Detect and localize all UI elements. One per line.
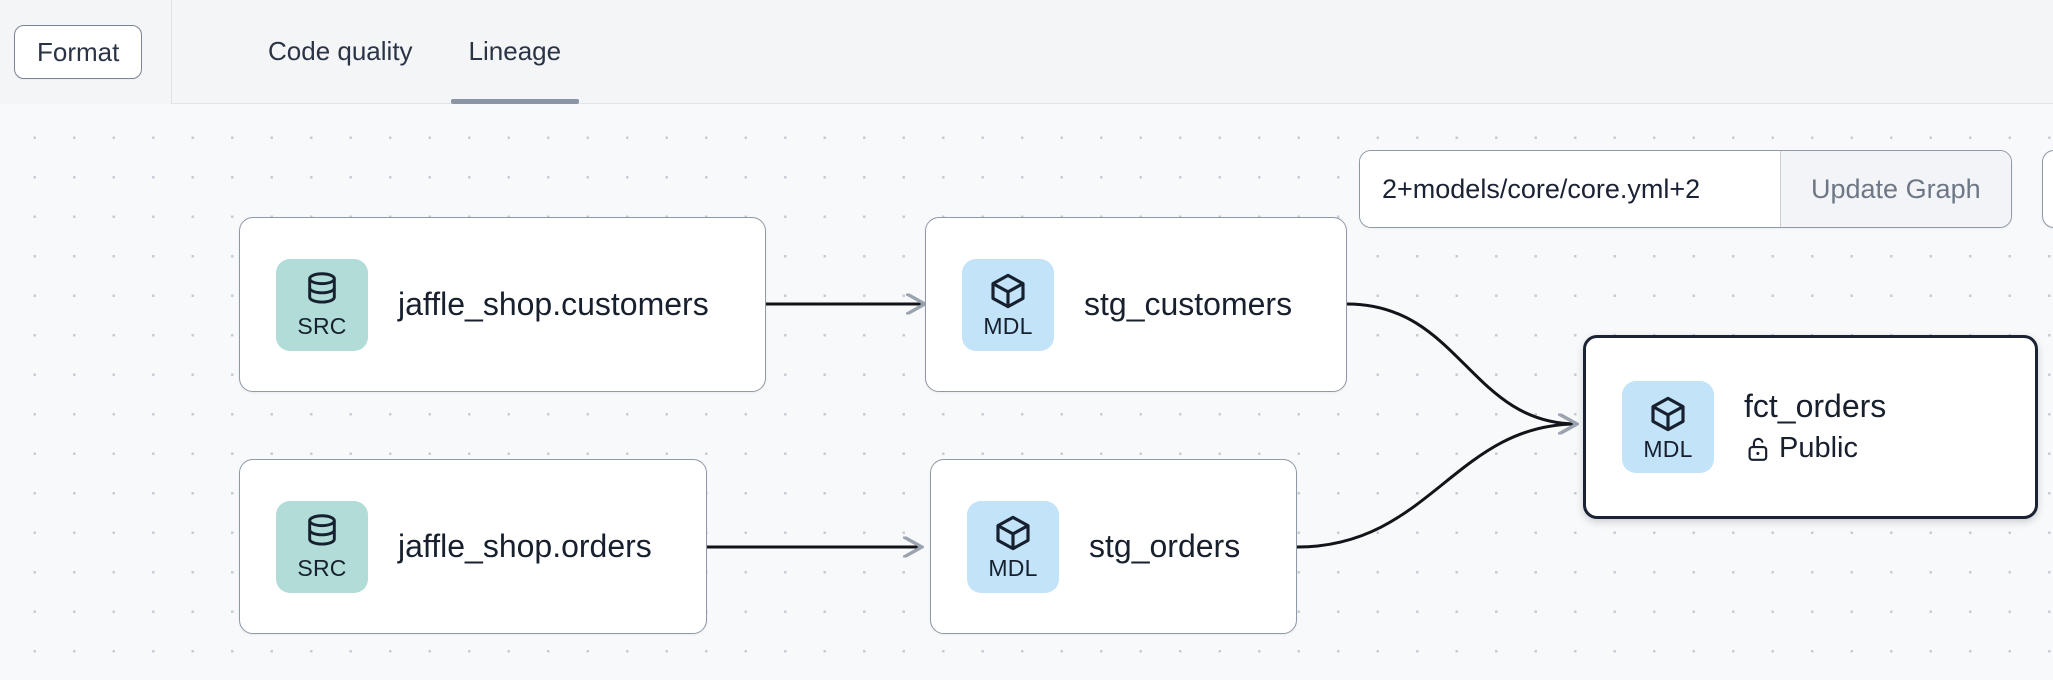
graph-selector-input[interactable] [1360,151,1780,227]
node-title: stg_orders [1089,528,1241,565]
update-graph-button[interactable]: Update Graph [1780,151,2011,227]
node-access-label: Public [1779,432,1858,465]
graph-selector-controls: Update Graph [1359,150,2012,228]
node-title: jaffle_shop.customers [398,286,709,323]
edge-stg-customers-to-fct-orders [1346,302,1577,424]
cube-icon [996,515,1030,551]
database-icon [308,272,336,304]
tab-code-quality[interactable]: Code quality [240,0,441,104]
database-icon [308,514,336,546]
node-title: jaffle_shop.orders [398,528,652,565]
mdl-badge: MDL [962,258,1054,351]
mdl-badge-label: MDL [1643,435,1693,462]
node-body: jaffle_shop.orders [398,528,652,565]
src-badge: SRC [276,258,368,351]
format-button-zone: Format [0,0,172,104]
lineage-node-stg-orders[interactable]: MDL stg_orders [930,459,1297,634]
lineage-canvas[interactable]: SRC jaffle_shop.customers MDL stg_custom… [0,104,2053,680]
lineage-node-fct-orders[interactable]: MDL fct_orders Public [1583,335,2038,519]
node-body: stg_orders [1089,528,1240,565]
lineage-node-stg-customers[interactable]: MDL stg_customers [925,217,1347,392]
node-body: stg_customers [1084,286,1292,323]
overflow-control-panel[interactable] [2042,150,2053,228]
mdl-badge: MDL [967,500,1059,593]
src-badge-label: SRC [297,313,347,339]
lineage-node-jaffle-shop-orders[interactable]: SRC jaffle_shop.orders [239,459,707,634]
node-access-row: Public [1744,432,1886,465]
node-body: jaffle_shop.customers [398,286,709,323]
tab-lineage-label: Lineage [468,36,562,66]
src-badge: SRC [276,500,368,593]
unlock-icon [1748,437,1768,461]
top-toolbar: Format Code quality Lineage [0,0,2053,104]
mdl-badge-label: MDL [988,555,1038,581]
tab-lineage[interactable]: Lineage [441,0,590,104]
tab-code-quality-label: Code quality [268,36,413,66]
src-badge-label: SRC [297,555,347,581]
node-title: stg_customers [1084,286,1293,323]
tab-bar: Code quality Lineage [240,0,589,104]
mdl-badge-label: MDL [983,313,1033,339]
cube-icon [991,273,1025,309]
cube-icon [1651,396,1685,431]
edge-stg-orders-to-fct-orders [1296,424,1577,549]
mdl-badge: MDL [1622,381,1714,473]
format-button[interactable]: Format [14,24,143,79]
lineage-node-jaffle-shop-customers[interactable]: SRC jaffle_shop.customers [239,217,766,392]
node-body: fct_orders Public [1744,388,1886,465]
node-title: fct_orders [1744,388,1887,425]
